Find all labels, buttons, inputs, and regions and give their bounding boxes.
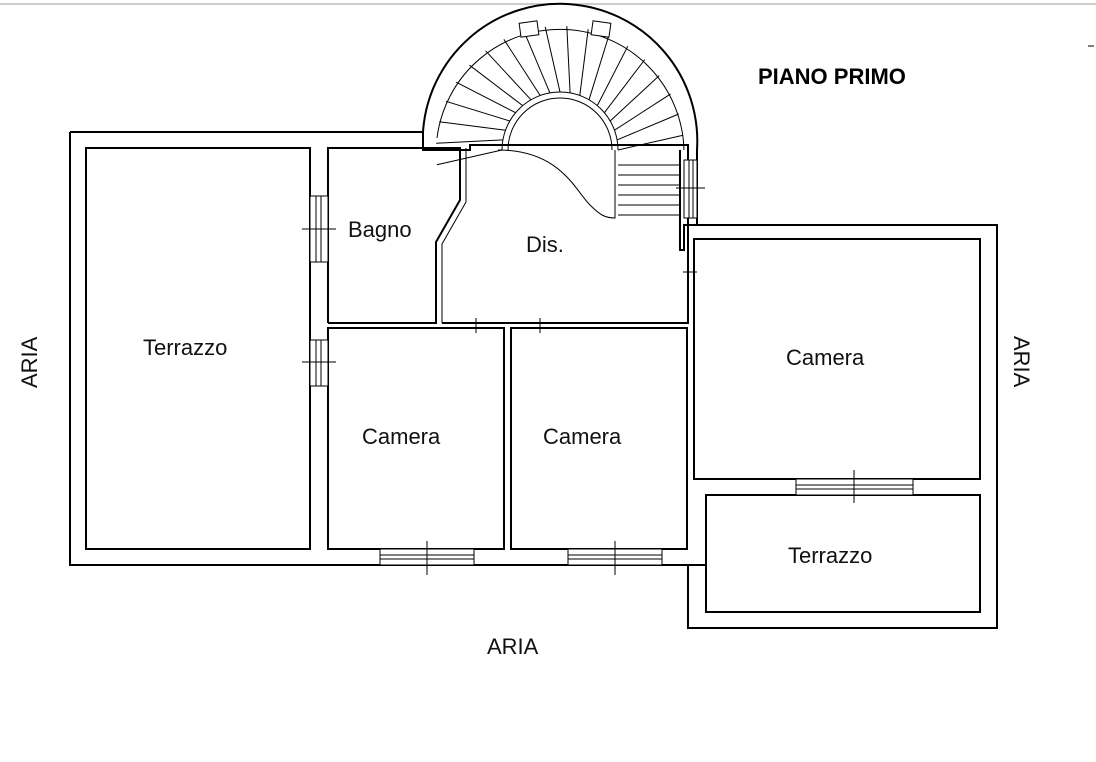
- label-bagno: Bagno: [348, 217, 412, 242]
- label-camera-right: Camera: [786, 345, 865, 370]
- label-camera-center-right: Camera: [543, 424, 622, 449]
- label-terrazzo-right: Terrazzo: [788, 543, 872, 568]
- spiral-staircase: [436, 20, 684, 216]
- label-camera-center-left: Camera: [362, 424, 441, 449]
- outer-walls: [69, 2, 998, 629]
- label-aria-bottom: ARIA: [487, 634, 539, 659]
- label-terrazzo-left: Terrazzo: [143, 335, 227, 360]
- room-bagno: [327, 147, 461, 324]
- label-dis: Dis.: [526, 232, 564, 257]
- label-aria-right: ARIA: [1009, 336, 1034, 388]
- windows: [302, 159, 914, 575]
- label-aria-left: ARIA: [17, 336, 42, 388]
- room-dis: [442, 150, 689, 324]
- plan-title: PIANO PRIMO: [758, 64, 906, 89]
